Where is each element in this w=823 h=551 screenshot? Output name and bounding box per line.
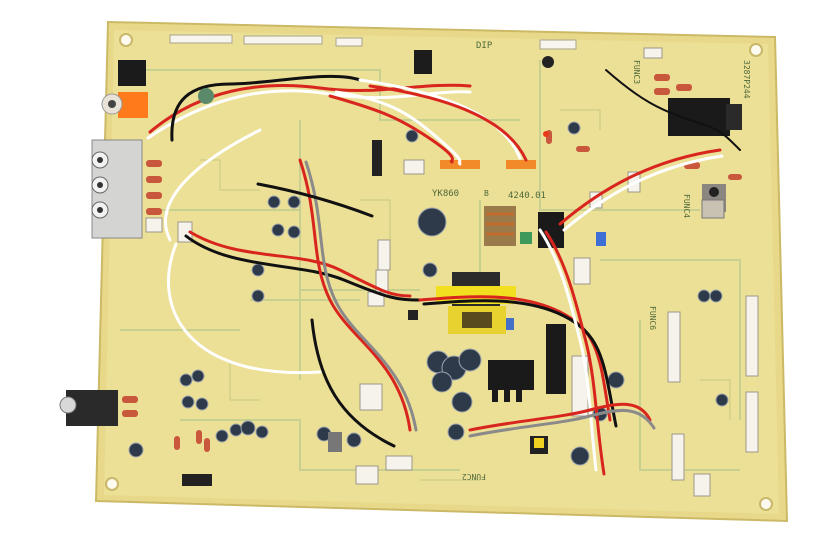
chips	[182, 140, 548, 486]
marker-b-label: B	[484, 189, 489, 198]
silkscreen-labels: YK860 4240.01 3287P244 FUNC2 FUNC3 FUNC4…	[432, 41, 751, 481]
resistors	[122, 74, 742, 452]
func2-label: FUNC2	[462, 472, 486, 481]
heatsink	[488, 212, 566, 402]
board-id-label: YK860	[432, 189, 459, 199]
func6-label: FUNC6	[648, 306, 657, 330]
part-number-label: 4240.01	[508, 191, 546, 201]
dip-label: DIP	[476, 41, 493, 51]
white-connectors	[145, 47, 759, 497]
wire-harness	[146, 69, 741, 476]
side-number-label: 3287P244	[742, 60, 751, 99]
func3-label: FUNC3	[632, 60, 641, 84]
electrolytic-capacitors	[128, 121, 729, 466]
audio-jacks-left	[59, 60, 148, 426]
misc-components	[198, 56, 725, 330]
transformer	[436, 206, 516, 334]
func4-label: FUNC4	[682, 194, 691, 218]
top-header-connectors	[169, 34, 577, 50]
